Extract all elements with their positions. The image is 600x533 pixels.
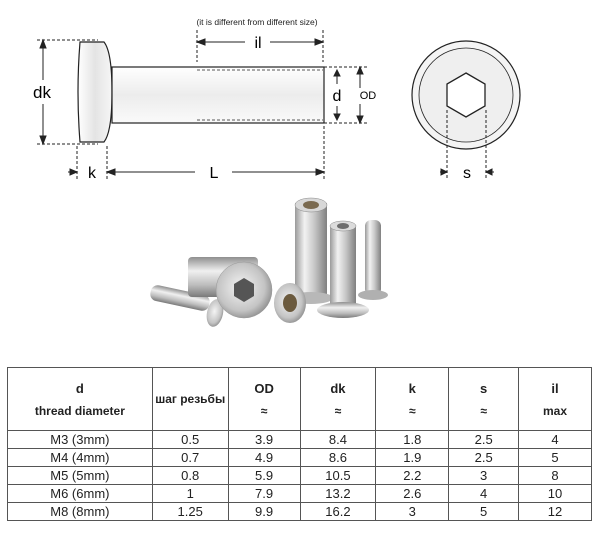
cell-pitch: 1.25 [151, 502, 229, 521]
table-row: M5 (5mm) 0.8 5.9 10.5 2.2 3 8 [7, 466, 592, 485]
cell-od: 9.9 [227, 502, 301, 521]
header-d-top: d [75, 380, 84, 396]
cell-il: 8 [518, 466, 592, 485]
cell-s: 5 [448, 502, 520, 521]
header-d-bottom: thread diameter [34, 403, 125, 418]
barrel-nut-tall [295, 203, 327, 298]
cell-pitch: 1 [151, 484, 229, 503]
header-pitch: шаг резьбы [151, 367, 229, 431]
cell-k: 1.9 [375, 448, 450, 467]
cell-pitch: 0.5 [151, 430, 229, 449]
header-dk-bottom: ≈ [334, 403, 342, 418]
size-note: (it is different from different size) [196, 17, 317, 27]
screw-top-view [411, 40, 521, 180]
header-s-bottom: ≈ [480, 403, 487, 418]
od-dimension [324, 65, 368, 125]
cell-k: 3 [375, 502, 450, 521]
il-label: il [254, 35, 261, 52]
l-label: L [210, 165, 219, 182]
header-il-top: il [551, 380, 559, 396]
header-il: il max [518, 367, 592, 431]
il-dimension [195, 30, 325, 62]
header-od-top: OD [254, 380, 274, 396]
cell-k: 2.6 [375, 484, 450, 503]
cell-pitch: 0.7 [151, 448, 229, 467]
cell-s: 2.5 [448, 430, 520, 449]
table-row: M3 (3mm) 0.5 3.9 8.4 1.8 2.5 4 [7, 430, 592, 449]
cell-thread: M4 (4mm) [7, 448, 153, 467]
cell-dk: 8.6 [299, 448, 377, 467]
header-il-bottom: max [543, 403, 568, 418]
table-row: M4 (4mm) 0.7 4.9 8.6 1.9 2.5 5 [7, 448, 592, 467]
header-k: k≈ [375, 367, 450, 431]
od-label: OD [360, 90, 377, 102]
header-k-top: k [408, 380, 416, 396]
cell-od: 7.9 [227, 484, 301, 503]
table-row: M8 (8mm) 1.25 9.9 16.2 3 5 12 [7, 502, 592, 521]
header-od-bottom: ≈ [260, 403, 268, 418]
barrel-nut-mid [330, 225, 356, 307]
cell-s: 3 [448, 466, 520, 485]
cell-s: 2.5 [448, 448, 520, 467]
header-dk-top: dk [330, 380, 346, 396]
header-s: s≈ [448, 367, 520, 431]
cell-k: 1.8 [375, 430, 450, 449]
dk-dimension [37, 38, 98, 146]
cell-od: 5.9 [227, 466, 301, 485]
d-label: d [333, 88, 342, 105]
cell-dk: 13.2 [299, 484, 377, 503]
cell-dk: 10.5 [299, 466, 377, 485]
screw-side-view [77, 41, 325, 143]
cell-k: 2.2 [375, 466, 450, 485]
k-l-dimension [68, 126, 326, 180]
cell-thread: M8 (8mm) [7, 502, 153, 521]
cell-il: 5 [518, 448, 592, 467]
bolt-pin-right [365, 220, 381, 295]
dk-label: dk [33, 83, 51, 102]
header-d: d thread diameter [7, 367, 153, 431]
cell-il: 10 [518, 484, 592, 503]
cell-il: 4 [518, 430, 592, 449]
header-pitch-label: шаг резьбы [155, 392, 226, 406]
s-label: s [463, 165, 471, 182]
cell-thread: M6 (6mm) [7, 484, 153, 503]
cell-pitch: 0.8 [151, 466, 229, 485]
cell-thread: M5 (5mm) [7, 466, 153, 485]
cell-s: 4 [448, 484, 520, 503]
header-dk: dk ≈ [299, 367, 377, 431]
cell-thread: M3 (3mm) [7, 430, 153, 449]
cell-od: 4.9 [227, 448, 301, 467]
bolt-pin-left [150, 285, 210, 311]
cell-dk: 16.2 [299, 502, 377, 521]
cell-il: 12 [518, 502, 592, 521]
header-s-top: s [480, 380, 488, 396]
table-row: M6 (6mm) 1 7.9 13.2 2.6 4 10 [7, 484, 592, 503]
cell-od: 3.9 [227, 430, 301, 449]
header-k-bottom: ≈ [409, 403, 416, 418]
technical-drawing: (it is different from different size) il… [33, 17, 521, 182]
cell-dk: 8.4 [299, 430, 377, 449]
product-photo [150, 197, 388, 327]
header-od: OD ≈ [227, 367, 301, 431]
k-label: k [88, 165, 97, 182]
